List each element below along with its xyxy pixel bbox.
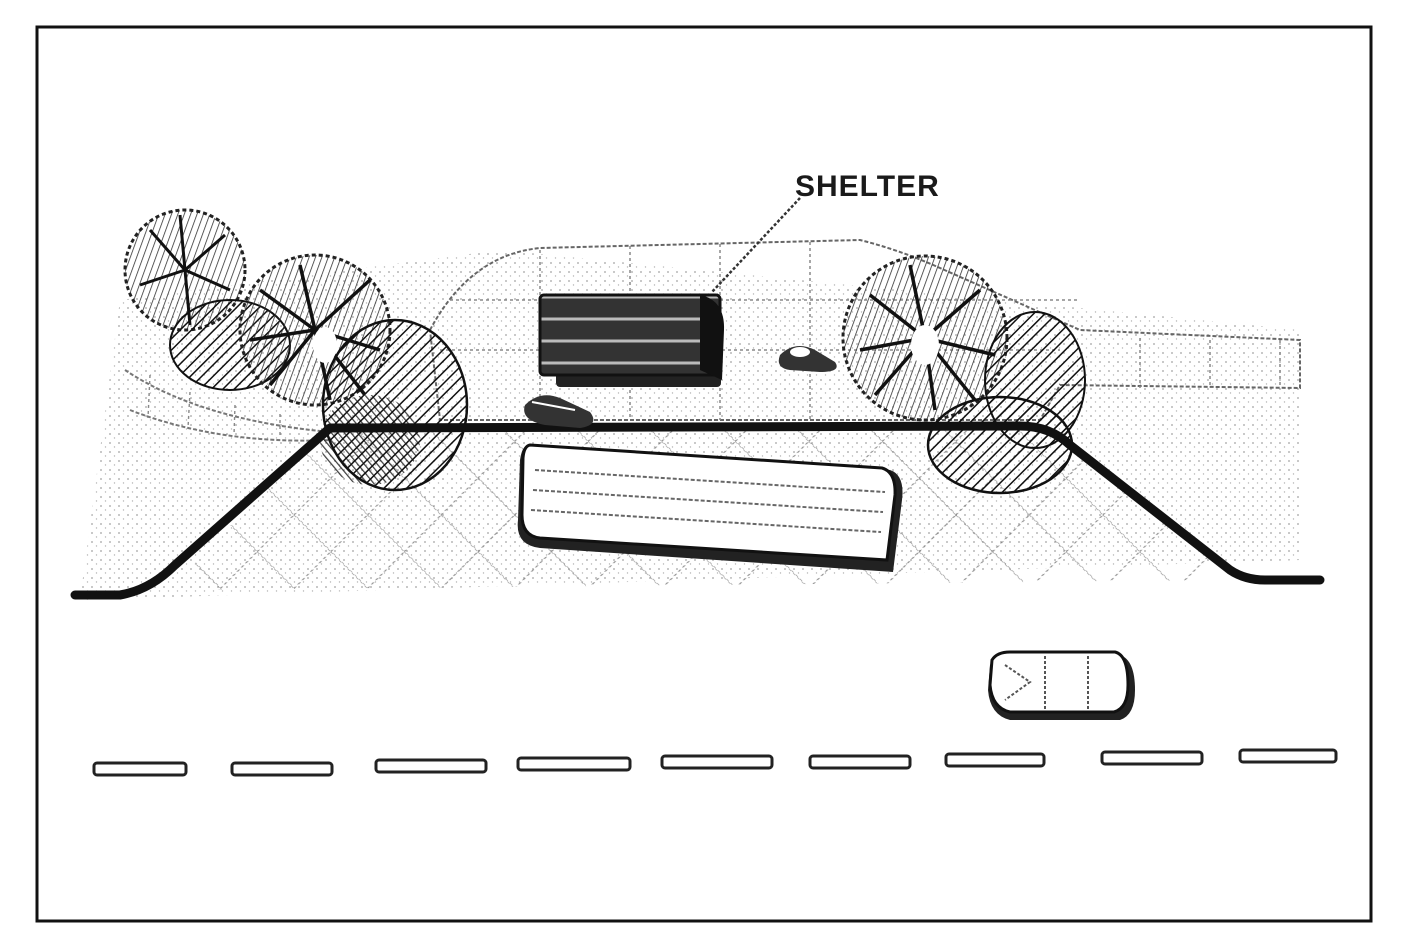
bench-left — [524, 395, 594, 428]
shelter — [538, 293, 725, 387]
car — [988, 650, 1135, 720]
lane-markings — [92, 748, 1338, 777]
shelter-leader-line — [711, 197, 801, 293]
tree-right — [841, 254, 1086, 495]
shelter-label: SHELTER — [795, 170, 940, 203]
tree-cluster-left — [123, 208, 469, 492]
bench-right — [778, 346, 837, 372]
bus — [517, 443, 903, 572]
